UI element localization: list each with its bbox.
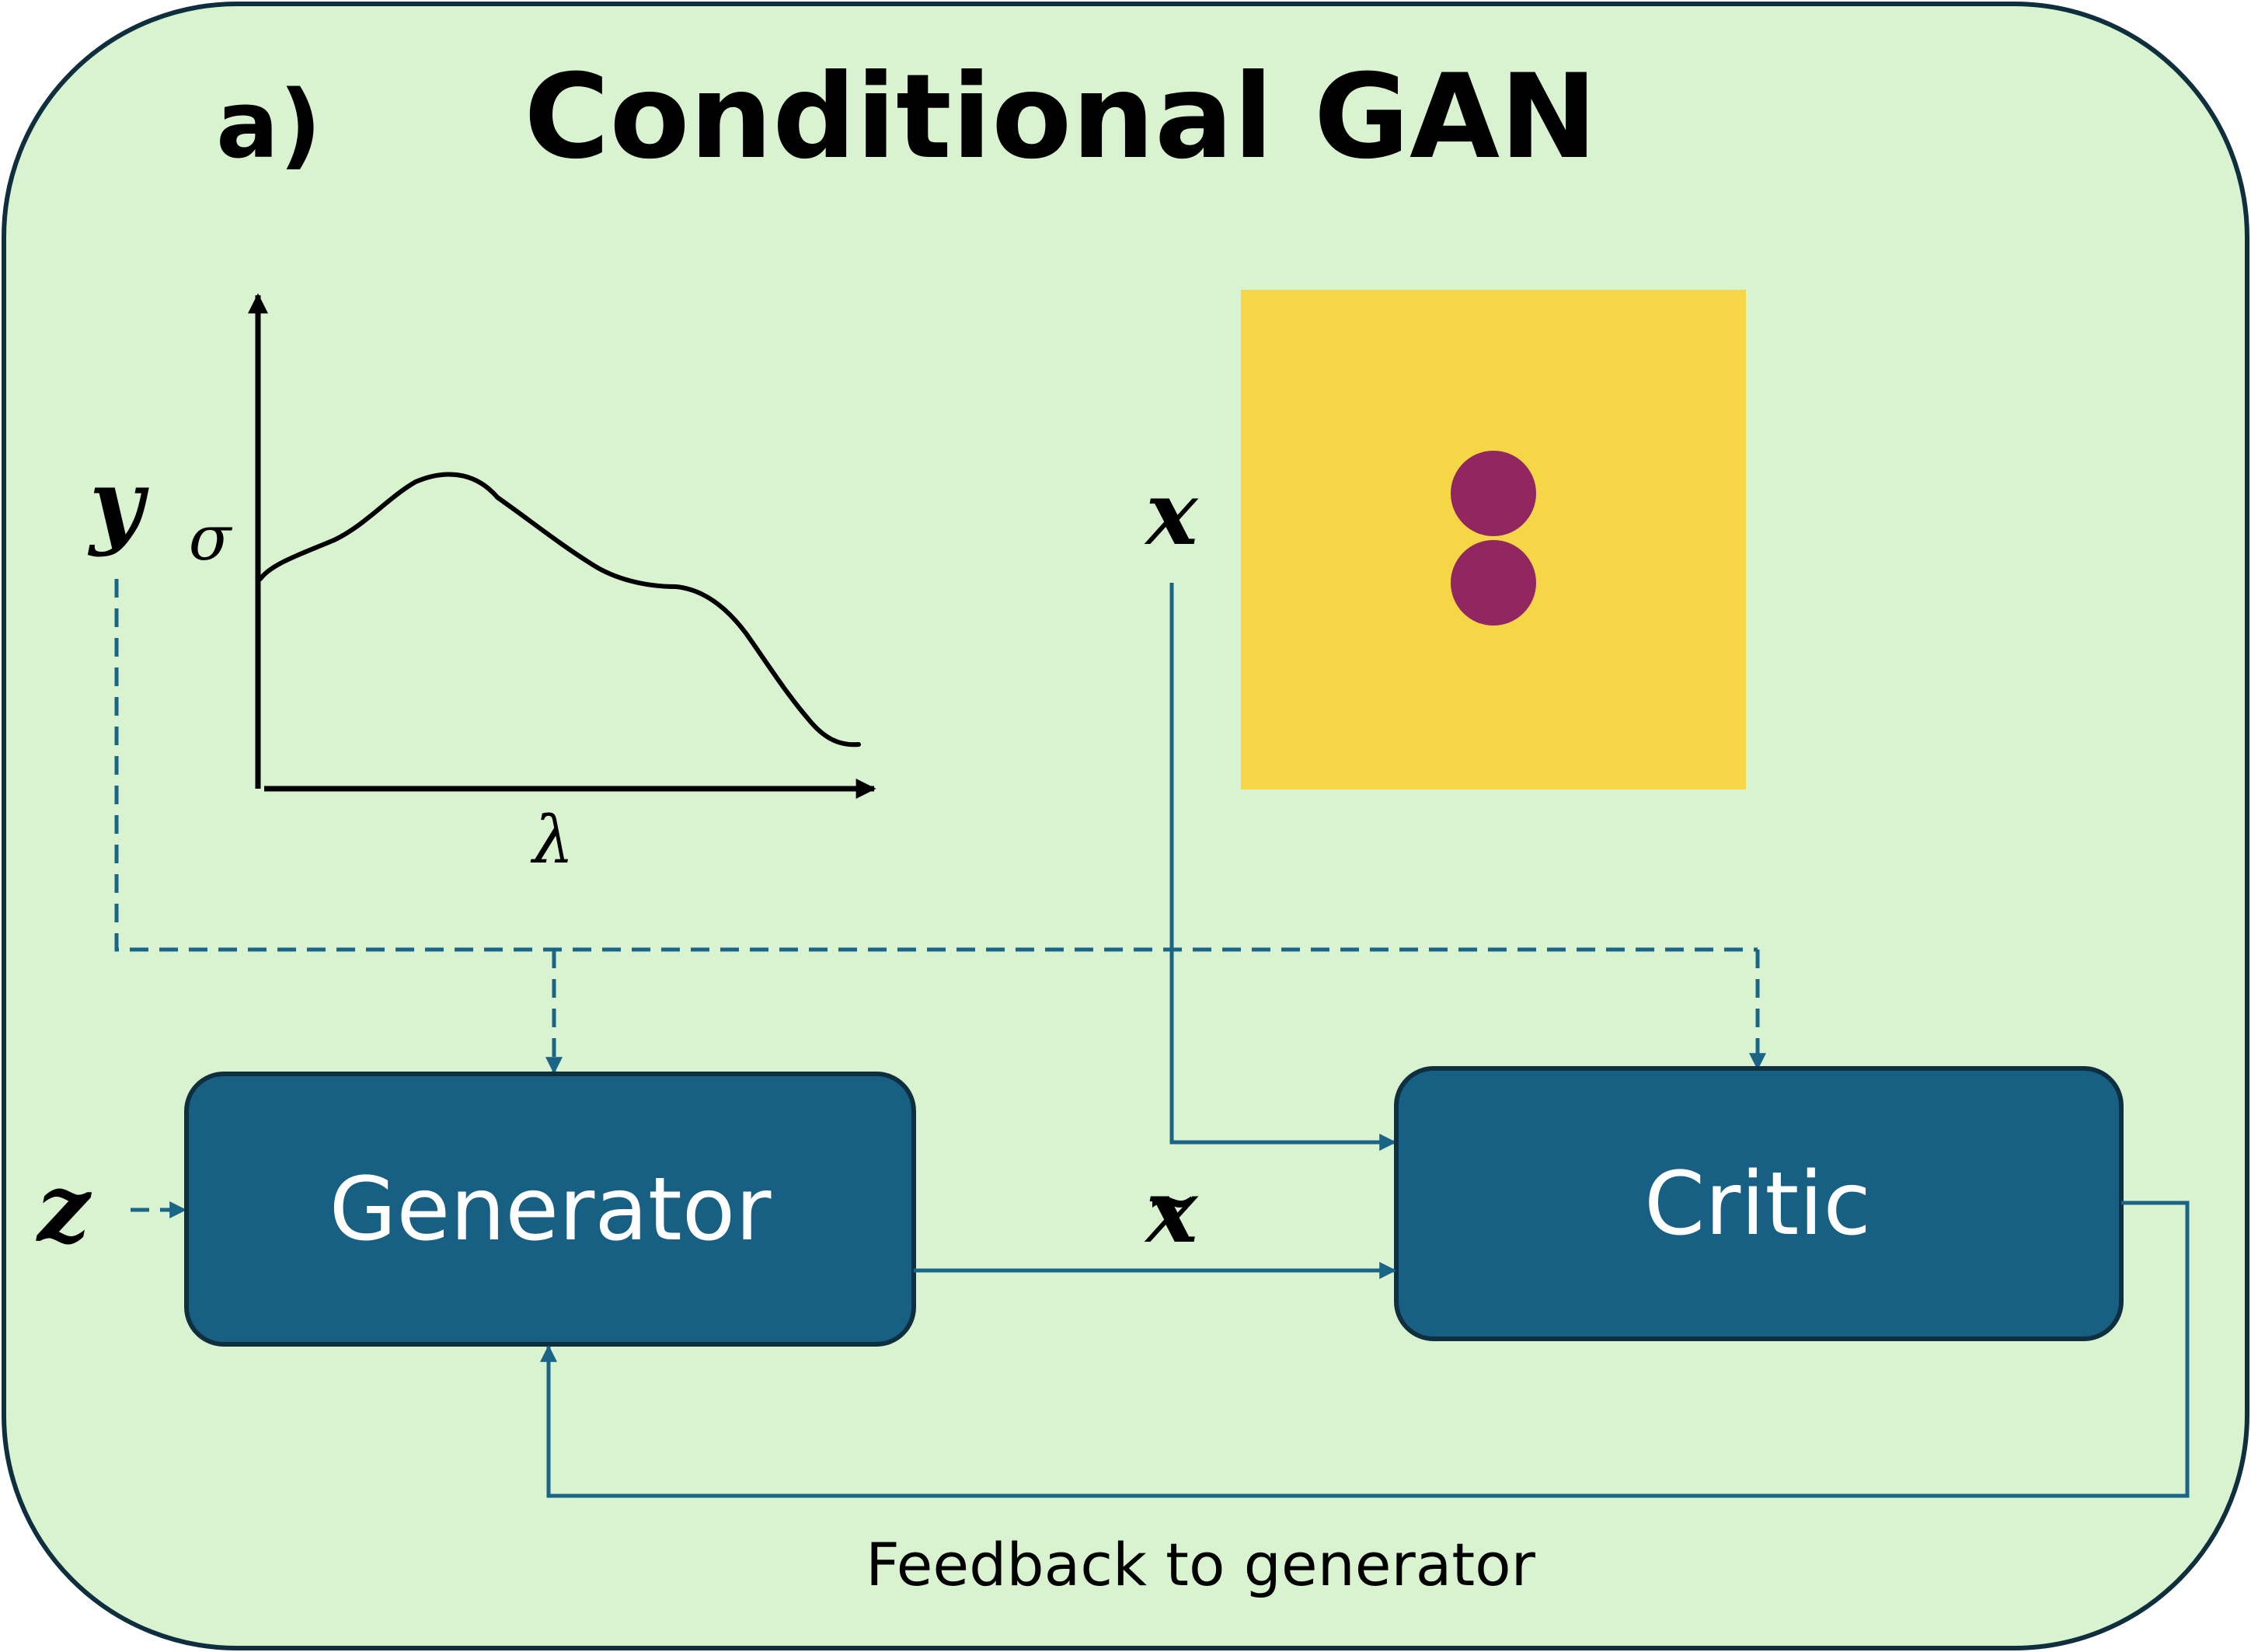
condition-line-main <box>114 579 1758 952</box>
generator-box <box>184 1072 916 1347</box>
sample-image-dot-bottom <box>1451 540 1536 626</box>
z-label: z <box>36 1154 92 1263</box>
sample-image-dot-top <box>1451 451 1536 536</box>
real-sample-connector <box>1169 583 1397 1151</box>
panel-label: a) <box>216 71 322 179</box>
feedback-connector <box>540 1201 2190 1498</box>
x-tilde-label: x <box>1145 1161 1199 1263</box>
sample-image-background <box>1241 290 1746 789</box>
x-label: x <box>1145 463 1199 565</box>
feedback-label: Feedback to generator <box>866 1530 1536 1599</box>
critic-label: Critic <box>1644 1154 1871 1255</box>
x-tilde-accent: ~ <box>1145 1163 1197 1236</box>
y-label: y <box>87 449 149 559</box>
lambda-label: λ <box>530 802 573 878</box>
spectrum-curve <box>258 472 861 748</box>
diagram-title: Conditional GAN <box>524 50 1597 185</box>
generator-label: Generator <box>329 1159 772 1260</box>
sample-image <box>1241 290 1746 789</box>
conditioning-connectors <box>114 579 1766 1075</box>
spectrum-plot: σ λ <box>189 293 876 878</box>
sigma-label: σ <box>189 502 233 574</box>
